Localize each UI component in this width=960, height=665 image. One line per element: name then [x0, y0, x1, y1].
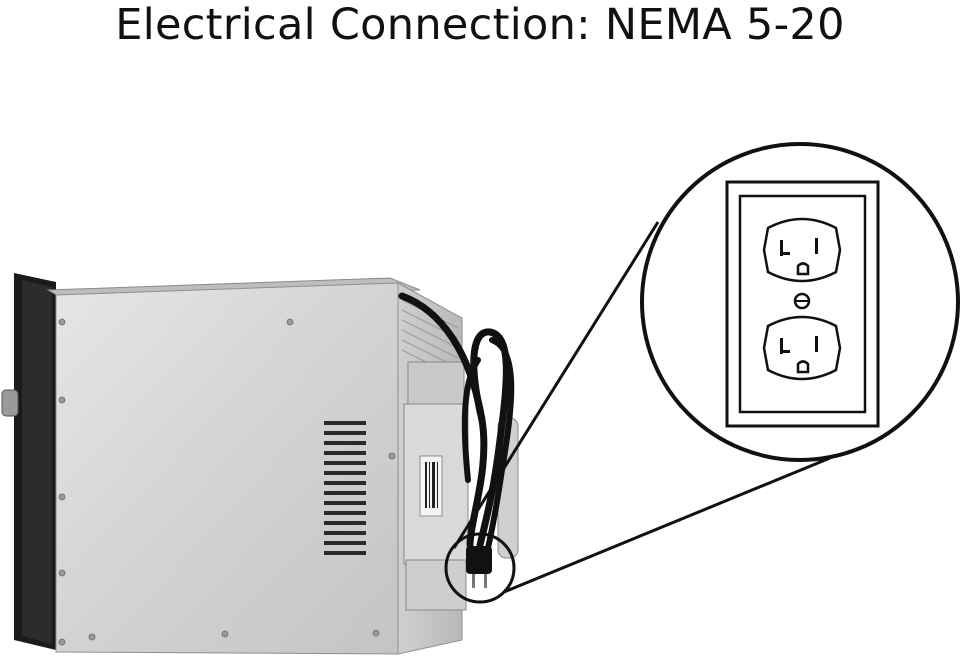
page-title: Electrical Connection: NEMA 5-20 — [115, 0, 845, 50]
plug-callout-circle — [444, 532, 516, 604]
plug-icon — [466, 546, 492, 588]
screws — [58, 318, 396, 646]
oven-side-panel — [55, 282, 399, 655]
callout-lines — [452, 221, 831, 594]
vent-grille — [324, 421, 366, 555]
knob-icon — [1, 389, 19, 417]
outlet-icon — [725, 180, 880, 428]
oven-unit — [1, 273, 519, 655]
receptacle-top — [762, 217, 842, 283]
receptacle-bottom — [762, 315, 842, 381]
plate-screw-icon — [793, 292, 811, 310]
barcode-label — [419, 455, 443, 517]
